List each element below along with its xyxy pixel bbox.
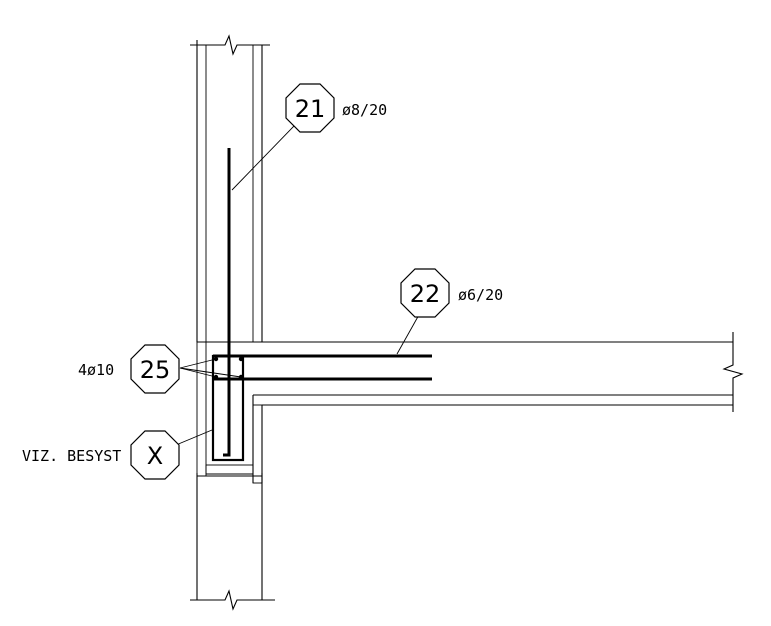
tag-22-spec: ø6/20 [458,286,503,304]
tag-25: 25 [130,344,180,394]
ring-beam [196,341,263,484]
tag-21: 21 [285,83,335,133]
lower-wall [190,473,275,611]
tag-25-number: 25 [140,356,171,384]
tag-21-spec: ø8/20 [342,101,387,119]
tag-x-spec: VIZ. BESYST [22,447,121,465]
tag-x: X [130,430,180,480]
tag-21-number: 21 [295,95,326,123]
floor-slab [197,332,744,412]
leader-lines [175,125,421,446]
tag-22-number: 22 [410,280,441,308]
tag-22: 22 [400,268,450,318]
reinforcement-bars [211,148,432,462]
corner-bar-2 [238,356,244,362]
tag-25-spec: 4ø10 [78,361,114,379]
tag-x-letter: X [147,442,163,470]
